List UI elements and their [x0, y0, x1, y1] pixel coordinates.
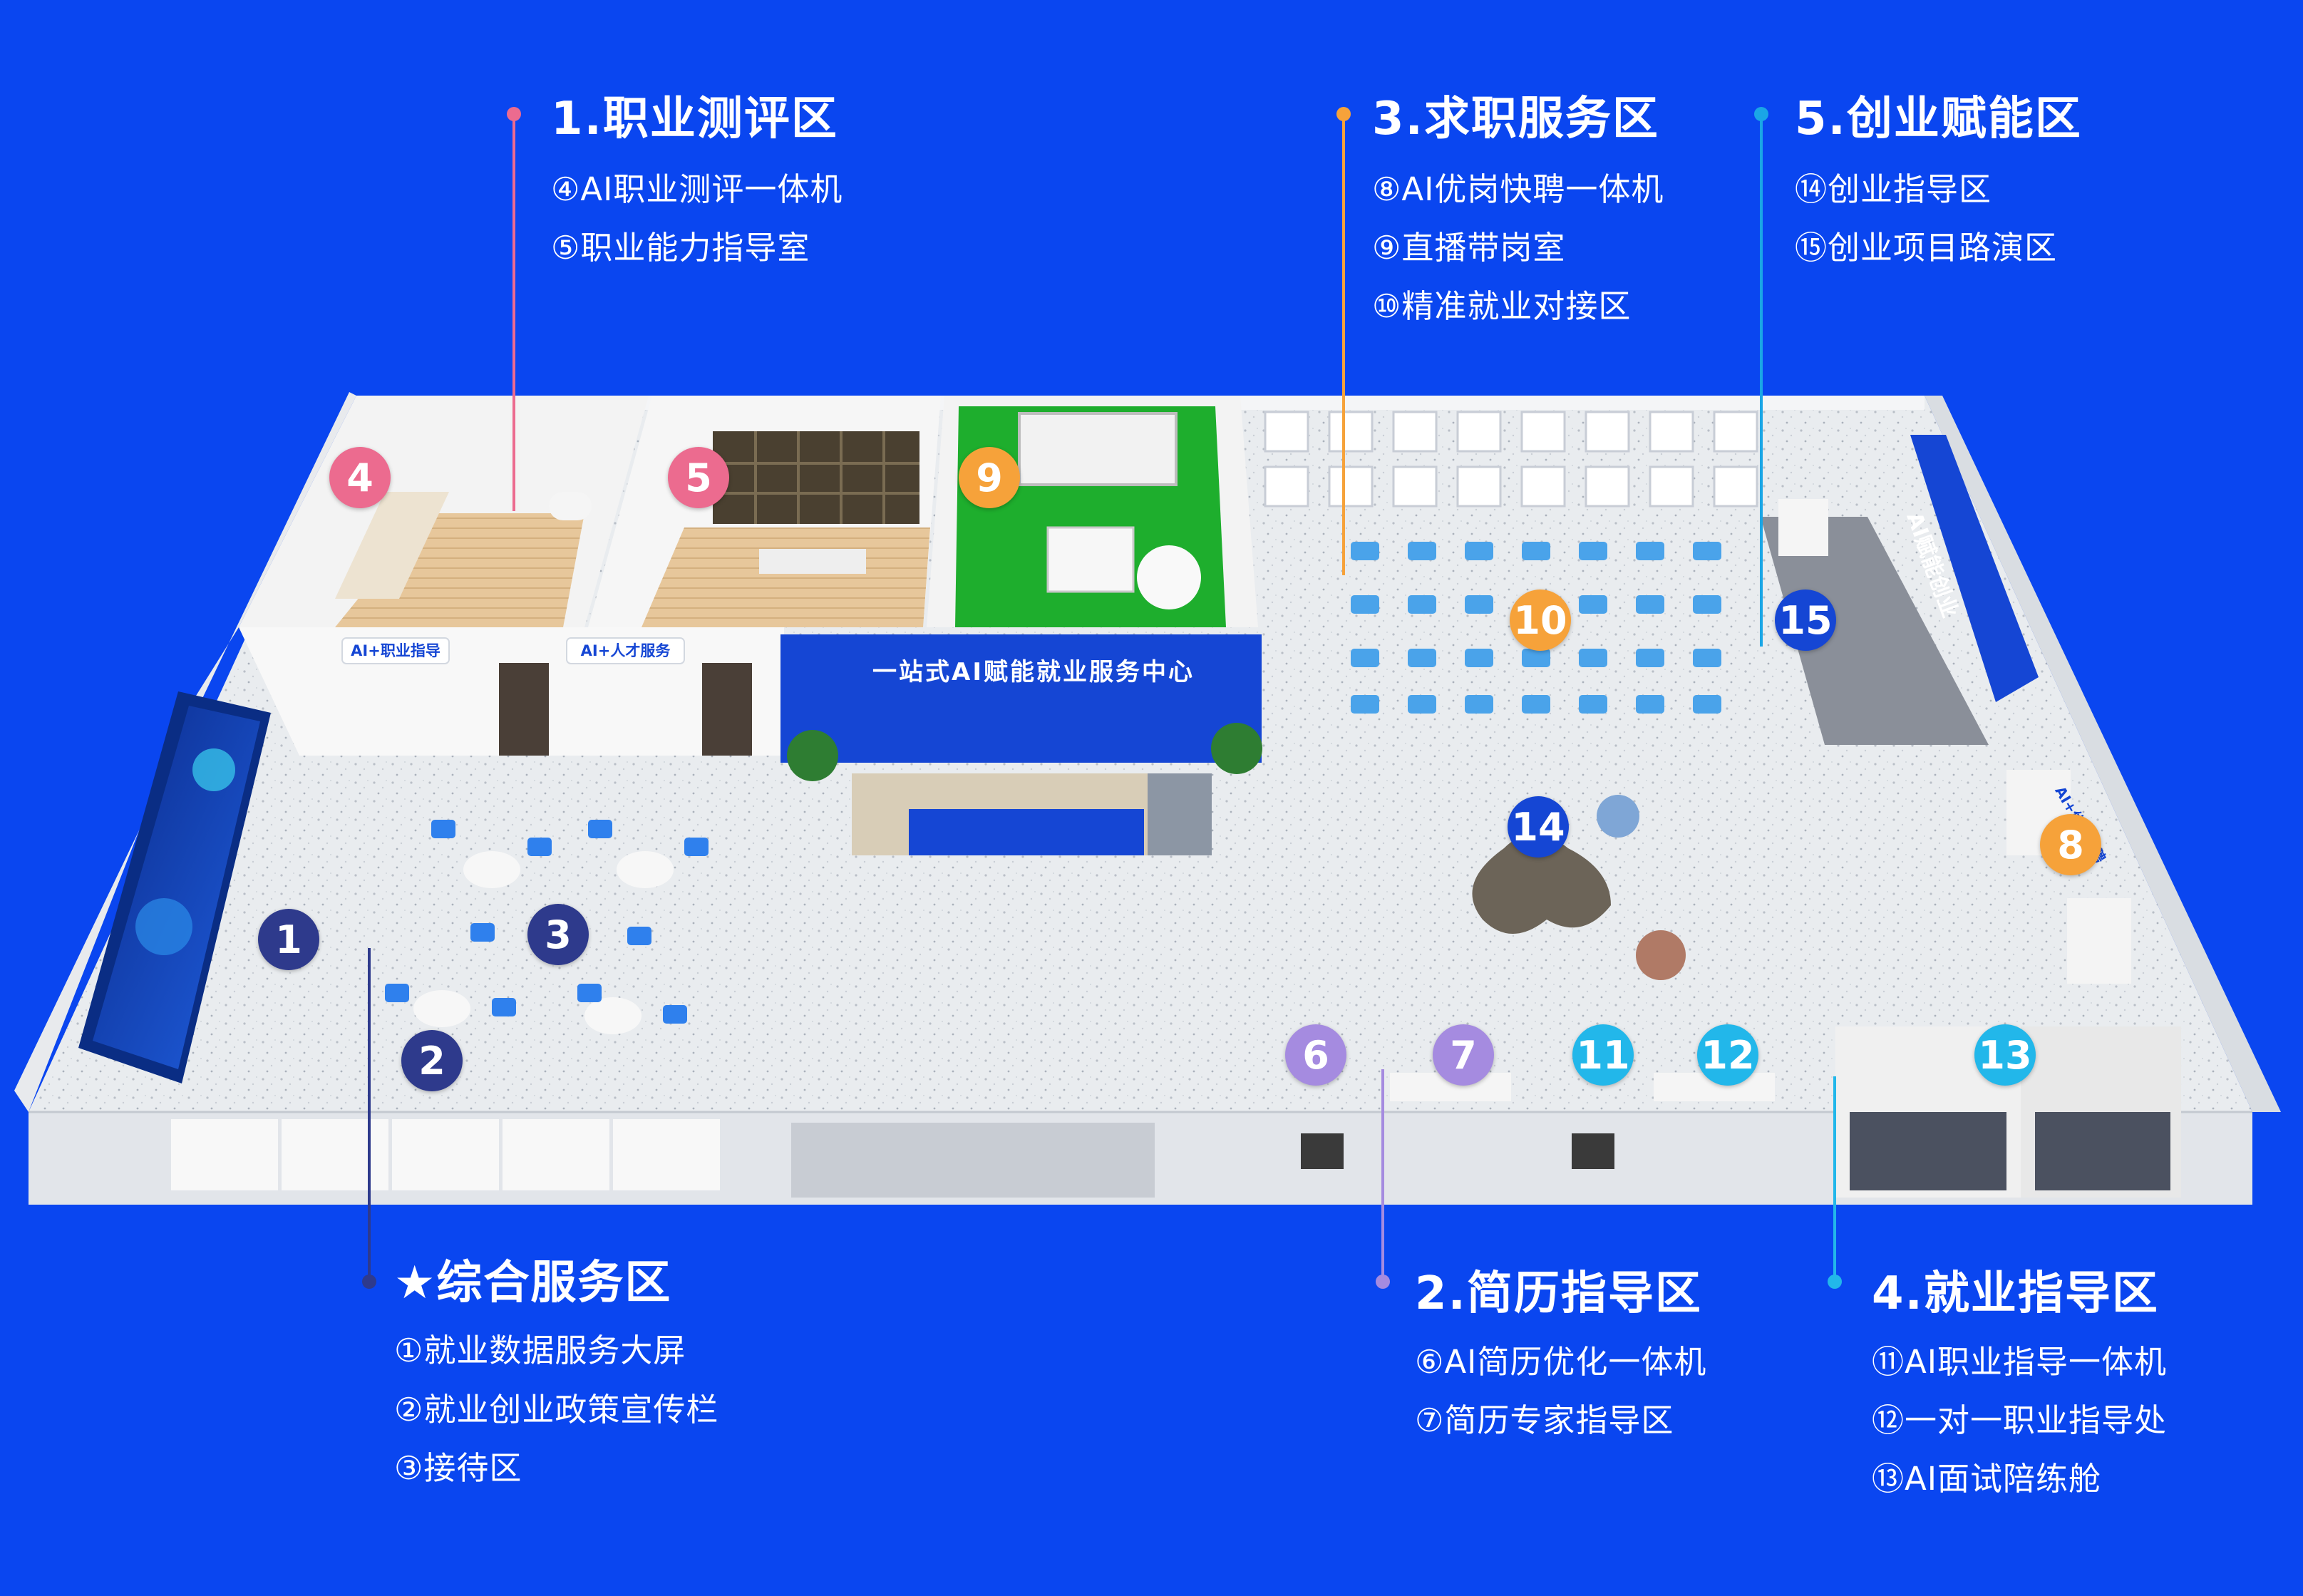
marker-5: 5: [668, 447, 729, 508]
zone5-stem: [1760, 115, 1763, 647]
left-wall: [14, 392, 356, 1112]
zone3-item-2: ⑨直播带岗室: [1372, 229, 1566, 267]
marker-13: 13: [1974, 1024, 2036, 1086]
marker-11: 11: [1572, 1024, 1634, 1086]
zone1-item-2: ⑤职业能力指导室: [551, 229, 810, 267]
center-banner-wall: [780, 634, 1262, 763]
zone2-item-2: ⑦简历专家指导区: [1415, 1401, 1674, 1439]
roadshow-stage: [1761, 517, 1989, 745]
marker-15: 15: [1775, 590, 1836, 651]
zone4-dot: [1828, 1275, 1842, 1289]
reception-tables: [413, 851, 674, 1034]
zone3-dot: [1336, 107, 1351, 121]
lounge-sofa: [1472, 834, 1611, 934]
poster-wall: [1264, 411, 1758, 508]
zone5-dot: [1754, 107, 1768, 121]
zone2-item-1: ⑥AI简历优化一体机: [1415, 1343, 1707, 1381]
center-banner: 一站式AI赋能就业服务中心: [872, 658, 1195, 686]
general-stem: [368, 948, 371, 1276]
general-item-3: ③接待区: [394, 1449, 522, 1487]
zone4-item-1: ⑪AI职业指导一体机: [1872, 1343, 2168, 1381]
zone5-item-2: ⑮创业项目路演区: [1795, 229, 2058, 267]
sign-career-guidance: AI+职业指导: [351, 642, 440, 659]
zone5-item-1: ⑭创业指导区: [1795, 170, 1992, 208]
marker-14: 14: [1508, 796, 1569, 858]
seating-area-10: [1351, 542, 1721, 714]
marker-7: 7: [1433, 1024, 1494, 1086]
zone2-stem: [1381, 1069, 1384, 1276]
marker-2: 2: [401, 1030, 463, 1091]
right-wall: [1925, 396, 2281, 1112]
marker-6: 6: [1285, 1024, 1346, 1086]
marker-8: 8: [2040, 814, 2101, 875]
zone1-stem: [512, 115, 515, 511]
zone3-item-3: ⑩精准就业对接区: [1372, 287, 1632, 325]
zone4-item-2: ⑫一对一职业指导处: [1872, 1401, 2168, 1439]
zone1-item-1: ④AI职业测评一体机: [551, 170, 843, 208]
zone4-stem: [1833, 1076, 1836, 1283]
general-item-1: ①就业数据服务大屏: [394, 1332, 686, 1369]
zone2-title: 2.简历指导区: [1415, 1267, 1702, 1320]
marker-1: 1: [258, 909, 319, 970]
marker-10: 10: [1510, 590, 1571, 651]
policy-boards: [171, 1119, 1155, 1198]
marker-3: 3: [527, 904, 589, 965]
general-title: ★综合服务区: [394, 1257, 672, 1309]
zone2-dot: [1376, 1275, 1390, 1289]
zone3-stem: [1342, 115, 1345, 575]
zone4-title: 4.就业指导区: [1872, 1267, 2159, 1320]
marker-9: 9: [959, 447, 1020, 508]
zone3-item-1: ⑧AI优岗快聘一体机: [1372, 170, 1664, 208]
zone3-title: 3.求职服务区: [1372, 93, 1659, 145]
sign-talent-service: AI+人才服务: [580, 642, 671, 659]
marker-12: 12: [1697, 1024, 1758, 1086]
general-item-2: ②就业创业政策宣传栏: [394, 1391, 719, 1428]
zone4-item-3: ⑬AI面试陪练舱: [1872, 1460, 2102, 1498]
zone5-title: 5.创业赋能区: [1795, 93, 2082, 145]
zone1-title: 1.职业测评区: [551, 93, 838, 145]
marker-4: 4: [329, 447, 391, 508]
zone1-dot: [507, 107, 521, 121]
roadshow-screen: [1910, 435, 2039, 702]
general-dot: [362, 1275, 376, 1289]
